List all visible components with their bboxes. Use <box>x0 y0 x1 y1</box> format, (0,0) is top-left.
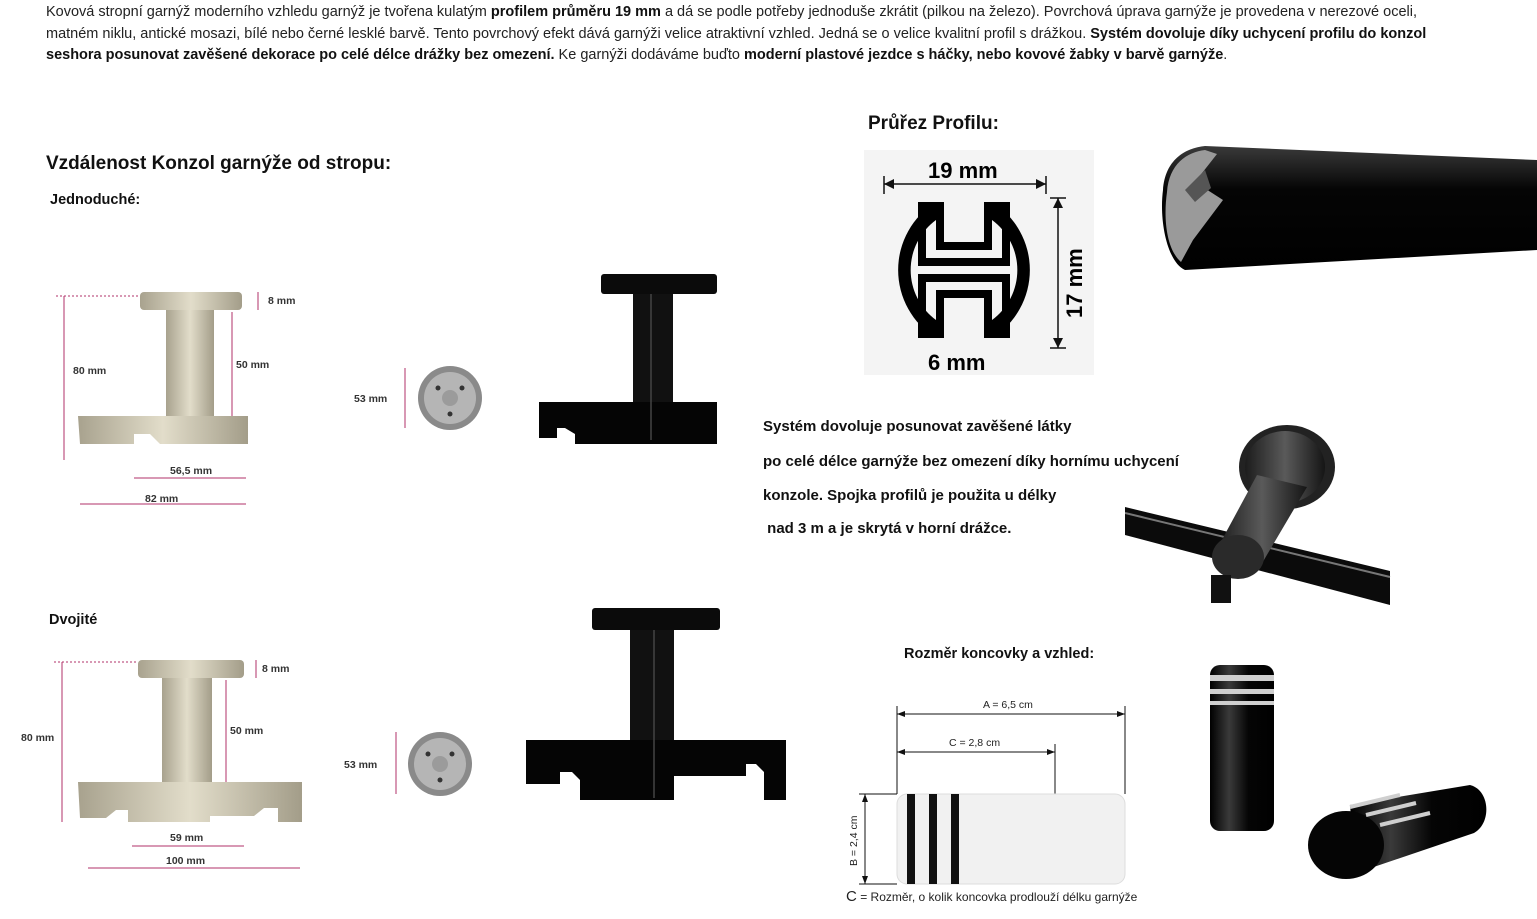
single-bracket-black <box>539 274 717 444</box>
dim-height-80-double: 80 mm <box>21 732 54 744</box>
bracket-distance-heading: Vzdálenost Konzol garnýže od stropu: <box>46 153 392 174</box>
bracket-stem <box>166 310 214 418</box>
double-bracket-top-view: 53 mm <box>344 732 472 796</box>
endcap-dimension-diagram: A = 6,5 cm C = 2,8 cm B = 2,4 cm <box>848 699 1126 885</box>
endcap-photo <box>1210 665 1487 879</box>
double-bracket-black <box>526 608 786 800</box>
dim-width-100: 100 mm <box>166 855 205 867</box>
double-bracket-label: Dvojité <box>49 612 98 628</box>
ceiling-plate <box>140 292 242 310</box>
dim-plate-8-double: 8 mm <box>262 663 289 675</box>
dim-width-82: 82 mm <box>145 493 178 505</box>
profile-cross-section: 19 mm 6 mm 17 mm <box>864 150 1094 375</box>
intro-paragraph: Kovová stropní garnýž moderního vzhledu … <box>46 2 1446 67</box>
endcap-dim-c: C = 2,8 cm <box>949 737 1000 749</box>
dim-height-80: 80 mm <box>73 365 106 377</box>
endcap-caption: C = Rozměr, o kolik koncovka prodlouží d… <box>846 888 1137 905</box>
intro-bold-system: Systém dovoluje díky uchycení profilu do… <box>46 25 1427 64</box>
dim-width-56: 56,5 mm <box>170 465 212 477</box>
rail-holder <box>78 416 248 444</box>
dim-plate-8: 8 mm <box>268 295 295 307</box>
system-note-line-3: konzole. Spojka profilů je použita u dél… <box>763 487 1057 504</box>
dim-stem-50-double: 50 mm <box>230 725 263 737</box>
endcap-dim-a: A = 6,5 cm <box>983 699 1033 711</box>
single-bracket-label: Jednoduché: <box>50 192 141 208</box>
intro-bold-profile: profilem průměru 19 mm <box>490 4 661 20</box>
dim-width-59: 59 mm <box>170 832 203 844</box>
single-bracket-top-view: 53 mm <box>354 366 482 430</box>
dim-diameter-53-double: 53 mm <box>344 759 377 771</box>
rail-with-bracket-photo <box>1125 425 1391 605</box>
dim-diameter-53: 53 mm <box>354 393 387 405</box>
endcap-caption-letter: C <box>846 888 857 905</box>
profile-height-label: 17 mm <box>1062 248 1087 318</box>
intro-text-2: a dá se podle potřeby jednoduše zkrátit … <box>46 4 1417 42</box>
endcap-heading: Rozměr koncovky a vzhled: <box>904 646 1095 662</box>
system-note-line-2: po celé délce garnýže bez omezení díky h… <box>763 453 1179 470</box>
system-note-line-1: Systém dovoluje posunovat zavěšené látky <box>763 418 1072 435</box>
dim-stem-50: 50 mm <box>236 359 269 371</box>
profile-gap-label: 6 mm <box>928 350 985 375</box>
intro-bold-accessories: moderní plastové jezdce s háčky, nebo ko… <box>744 47 1224 63</box>
double-bracket-diagram: 80 mm 8 mm 50 mm 59 mm 100 mm <box>21 660 302 869</box>
intro-text-1: Kovová stropní garnýž moderního vzhledu … <box>46 4 491 20</box>
intro-text-4: . <box>1223 47 1228 63</box>
intro-text-3: Ke garnýži dodáváme buďto <box>554 47 745 63</box>
profile-width-label: 19 mm <box>928 158 998 183</box>
rail-profile-photo <box>1161 146 1537 270</box>
endcap-dim-b: B = 2,4 cm <box>848 815 860 866</box>
single-bracket-diagram: 80 mm 8 mm 50 mm 56,5 mm 82 mm <box>56 292 295 505</box>
profile-section-heading: Průřez Profilu: <box>868 113 999 134</box>
endcap-caption-text: = Rozměr, o kolik koncovka prodlouží dél… <box>860 890 1138 904</box>
system-note-line-4: nad 3 m a je skrytá v horní drážce. <box>763 520 1012 537</box>
